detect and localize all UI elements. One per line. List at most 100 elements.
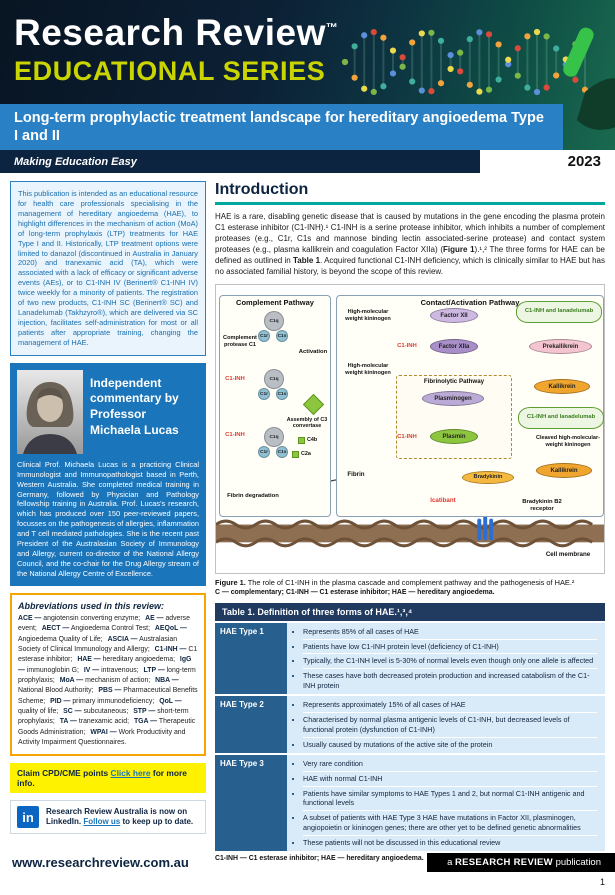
abbreviation-item: MoA — mechanism of action; bbox=[60, 677, 151, 684]
abbreviation-term: PBS — bbox=[98, 687, 122, 695]
cpd-text: Claim CPD/CME points bbox=[17, 768, 109, 779]
cleaved-hmwk-label: Cleaved high-molecular-weight kininogen bbox=[536, 435, 600, 448]
main-content: Introduction HAE is a rare, disabling ge… bbox=[215, 181, 605, 862]
commentary-title: Independent commentary by Professor Mich… bbox=[90, 375, 179, 437]
c1q-molecule: C1q bbox=[264, 427, 284, 448]
abbreviations-list: ACE — angiotensin converting enzyme; AE … bbox=[18, 614, 198, 749]
hae-type-1-cells: Represents 85% of all cases of HAEPatien… bbox=[287, 622, 605, 695]
figure-1-footnote: C — complementary; C1-INH — C1 esterase … bbox=[215, 588, 495, 596]
abbreviation-item: QoL — quality of life; bbox=[18, 698, 182, 715]
abbreviation-term: WPAI — bbox=[90, 728, 117, 736]
abbreviation-item: TGA — Therapeutic Goods Administration; bbox=[18, 718, 195, 735]
abbreviation-def: tranexamic acid; bbox=[78, 718, 130, 726]
table-bullet: A subset of patients with HAE Type 3 HAE… bbox=[303, 811, 597, 836]
b2-receptor-label: Bradykinin B2 receptor bbox=[522, 499, 562, 512]
table-bullet: Patients have low C1-INH protein level (… bbox=[303, 640, 597, 655]
abbreviation-item: PBS — Pharmaceutical Benefits Scheme; bbox=[18, 687, 198, 704]
c1-inh-inhibitor-label: C1-INH bbox=[397, 434, 417, 441]
table-bullet: Patients have similar symptoms to HAE Ty… bbox=[303, 787, 597, 812]
hae-type-2-label: HAE Type 2 bbox=[215, 696, 287, 754]
tagline-row: Making Education Easy 2023 bbox=[0, 150, 615, 173]
plasminogen-node: Plasminogen bbox=[422, 391, 484, 407]
abbreviations-box: Abbreviations used in this review: ACE —… bbox=[10, 592, 206, 757]
abbreviation-term: AEQoL — bbox=[154, 625, 187, 633]
c4b-label: C4b bbox=[307, 437, 318, 444]
c1-inh-lanadelumab-node: C1-INH and lanadelumab bbox=[518, 407, 604, 430]
abbreviation-def: Work Productivity and Activity Impairmen… bbox=[18, 728, 186, 747]
abbreviation-term: MoA — bbox=[59, 676, 84, 684]
abbreviation-term: IgG — bbox=[18, 656, 192, 674]
c1s-molecule: C1s bbox=[276, 446, 288, 459]
footer-row: www.researchreview.com.au a RESEARCH REV… bbox=[0, 853, 615, 872]
figure-1-caption-label: Figure 1. bbox=[215, 578, 246, 588]
abbreviation-item: ACE — angiotensin converting enzyme; bbox=[18, 615, 140, 622]
hae-type-2-bullets: Represents approximately 15% of all case… bbox=[287, 696, 605, 753]
linkedin-follow-link[interactable]: Follow us bbox=[83, 817, 121, 827]
table-1-header: Table 1. Definition of three forms of HA… bbox=[215, 602, 605, 621]
table-bullet: Represents approximately 15% of all case… bbox=[303, 698, 597, 714]
hae-type-1-bullets: Represents 85% of all cases of HAEPatien… bbox=[287, 623, 605, 695]
linkedin-box: in Research Review Australia is now on L… bbox=[10, 800, 206, 835]
abbreviation-def: long-term prophylaxis; bbox=[18, 666, 196, 684]
website-link[interactable]: www.researchreview.com.au bbox=[12, 855, 189, 870]
table-bullet: These cases have both decreased protein … bbox=[303, 669, 597, 692]
intro-text-2: ).¹,² The three forms for HAE can be def… bbox=[215, 245, 605, 266]
icatibant-label: Icatibant bbox=[430, 497, 456, 505]
table-1-footnote: C1-INH — C1 esterase inhibitor; HAE — he… bbox=[215, 855, 424, 863]
c4b-shape bbox=[298, 437, 305, 445]
introduction-paragraph: HAE is a rare, disabling genetic disease… bbox=[215, 211, 605, 277]
abbreviation-def: Pharmaceutical Benefits Scheme; bbox=[18, 687, 198, 705]
abbreviation-def: C1 esterase inhibitor; bbox=[18, 645, 198, 664]
pub-brand: RESEARCH REVIEW bbox=[455, 857, 553, 868]
prekallikrein-node: Prekallikrein bbox=[529, 339, 592, 355]
publication-bar: a RESEARCH REVIEW publication bbox=[427, 853, 615, 872]
table-bullet: Characterised by normal plasma antigenic… bbox=[303, 713, 597, 738]
abbreviation-def: National Blood Authority; bbox=[18, 687, 94, 695]
figure-1-caption: Figure 1. The role of C1-INH in the plas… bbox=[215, 578, 605, 588]
kallikrein-node: Kallikrein bbox=[534, 379, 590, 395]
abbreviation-term: C1-INH — bbox=[154, 645, 187, 653]
year-label: 2023 bbox=[567, 153, 601, 170]
factor-xii-node: Factor XII bbox=[430, 308, 478, 324]
fibrin-degradation-label: Fibrin degradation bbox=[227, 493, 279, 500]
table-bullet: Represents 85% of all cases of HAE bbox=[303, 625, 597, 640]
abbreviation-term: STP — bbox=[133, 708, 156, 716]
section-title-introduction: Introduction bbox=[215, 181, 605, 205]
abbreviation-term: LTP — bbox=[143, 666, 165, 674]
c1s-molecule: C1s bbox=[276, 330, 288, 343]
linkedin-icon[interactable]: in bbox=[17, 806, 39, 829]
abbreviation-def: Angioedema Control Test; bbox=[70, 625, 150, 633]
subtitle-bar: Long-term prophylactic treatment landsca… bbox=[0, 103, 563, 150]
table-bullet: Usually caused by mutations of the activ… bbox=[303, 738, 597, 752]
figure-1-caption-text: The role of C1-INH in the plasma cascade… bbox=[247, 578, 575, 588]
abbreviation-item: SC — subcutaneous; bbox=[63, 708, 128, 715]
abbreviation-item: NBA — National Blood Authority; bbox=[18, 677, 179, 694]
c1r-molecule: C1r bbox=[258, 388, 270, 401]
linkedin-text: Research Review Australia is now on Link… bbox=[46, 807, 199, 829]
hmw-kininogen-label: High-molecular weight kininogen bbox=[345, 363, 391, 376]
abbreviation-def: short-term prophylaxis; bbox=[18, 708, 189, 726]
abbreviation-item: IgG — immunoglobin G; bbox=[18, 656, 191, 673]
abbreviation-def: Australasian Society of Clinical Immunol… bbox=[18, 635, 178, 653]
cpd-claim-box[interactable]: Claim CPD/CME points Click here for more… bbox=[10, 763, 206, 794]
abbreviation-def: intravenous; bbox=[101, 666, 139, 674]
linkedin-message: Research Review Australia is now on Link… bbox=[46, 806, 188, 827]
brand-title: Research Review™ bbox=[14, 12, 338, 54]
table-row-hae-type-3: HAE Type 3 Very rare conditionHAE with n… bbox=[215, 753, 605, 852]
abbreviation-term: SC — bbox=[63, 708, 82, 716]
page-footer: www.researchreview.com.au a RESEARCH REV… bbox=[0, 853, 615, 887]
commentary-box: Independent commentary by Professor Mich… bbox=[10, 362, 206, 586]
fibrinolytic-pathway-box bbox=[396, 375, 512, 460]
pub-post: publication bbox=[552, 857, 601, 868]
complement-pathway-title: Complement Pathway bbox=[236, 298, 314, 308]
abbreviation-item: C1-INH — C1 esterase inhibitor; bbox=[18, 646, 197, 663]
complement-protease-label: Complement protease C1 bbox=[223, 335, 257, 348]
factor-xiia-node: Factor XIIa bbox=[430, 339, 478, 355]
hae-type-3-cells: Very rare conditionHAE with normal C1-IN… bbox=[287, 755, 605, 852]
cpd-click-here-link[interactable]: Click here bbox=[110, 768, 151, 779]
professor-photo bbox=[17, 369, 83, 454]
abbreviation-item: STP — short-term prophylaxis; bbox=[18, 708, 189, 725]
abbreviation-item: LTP — long-term prophylaxis; bbox=[18, 667, 196, 684]
pub-pre: a bbox=[447, 857, 455, 868]
abbreviation-item: WPAI — Work Productivity and Activity Im… bbox=[18, 729, 185, 746]
